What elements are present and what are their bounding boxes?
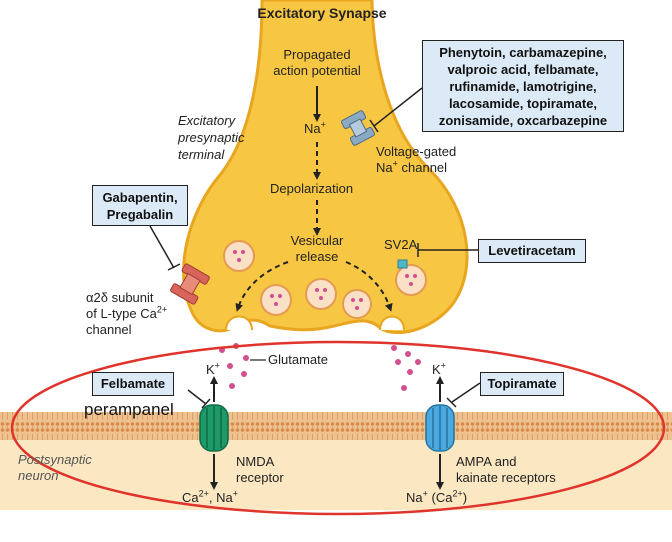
depolarization-label: Depolarization bbox=[270, 181, 354, 196]
vesicular-release-label: Vesicular release bbox=[290, 233, 344, 264]
ca-channel-label: α2δ subunit of L-type Ca2+ channel bbox=[86, 290, 168, 337]
felbamate-box: Felbamate bbox=[92, 372, 174, 396]
k-ion-label-right: K+ bbox=[432, 360, 446, 377]
vesicles bbox=[223, 240, 427, 319]
presynaptic-terminal-label: Excitatory presynaptic terminal bbox=[178, 113, 245, 162]
ampa-receptor bbox=[425, 404, 455, 452]
ca-channel bbox=[170, 263, 210, 305]
glutamate-label: Glutamate bbox=[268, 352, 328, 367]
gabapentin-box: Gabapentin, Pregabalin bbox=[92, 185, 188, 226]
ampa-output-label: Na+ (Ca2+) bbox=[406, 488, 468, 505]
topiramate-box: Topiramate bbox=[480, 372, 564, 396]
nmda-receptor bbox=[199, 404, 229, 452]
na-ion-label: Na+ bbox=[304, 119, 326, 136]
postsynaptic-neuron-label: Postsynaptic neuron bbox=[18, 452, 92, 483]
sodium-channel-blockers-box: Phenytoin, carbamazepine, valproic acid,… bbox=[422, 40, 624, 132]
perampanel-annotation: perampanel bbox=[84, 400, 174, 419]
annotation-ellipse bbox=[10, 340, 666, 516]
postsynaptic-membrane-outer bbox=[0, 412, 672, 426]
inhibition-lines bbox=[149, 87, 481, 409]
ampa-receptor-label: AMPA and kainate receptors bbox=[456, 454, 556, 485]
release-pocket-right bbox=[379, 315, 405, 331]
k-ion-label-left: K+ bbox=[206, 360, 220, 377]
diagram-title: Excitatory Synapse bbox=[257, 5, 387, 21]
postsynaptic-membrane-inner bbox=[0, 426, 672, 440]
vg-na-channel-label: Voltage-gated Na+ channel bbox=[376, 144, 457, 175]
vesicle-contents bbox=[233, 250, 417, 310]
nmda-output-label: Ca2+, Na+ bbox=[182, 488, 238, 505]
presynaptic-terminal bbox=[182, 0, 469, 335]
na-channel bbox=[341, 110, 375, 146]
levetiracetam-box: Levetiracetam bbox=[478, 239, 586, 263]
release-arrow-left bbox=[235, 261, 289, 312]
nmda-receptor-label: NMDA receptor bbox=[236, 454, 284, 485]
sv2a-protein bbox=[397, 259, 408, 269]
propagated-action-potential-label: Propagated action potential bbox=[273, 47, 361, 78]
sv2a-label: SV2A bbox=[384, 237, 418, 252]
release-pocket-left bbox=[225, 315, 253, 331]
postsynaptic-cytoplasm bbox=[0, 440, 672, 510]
